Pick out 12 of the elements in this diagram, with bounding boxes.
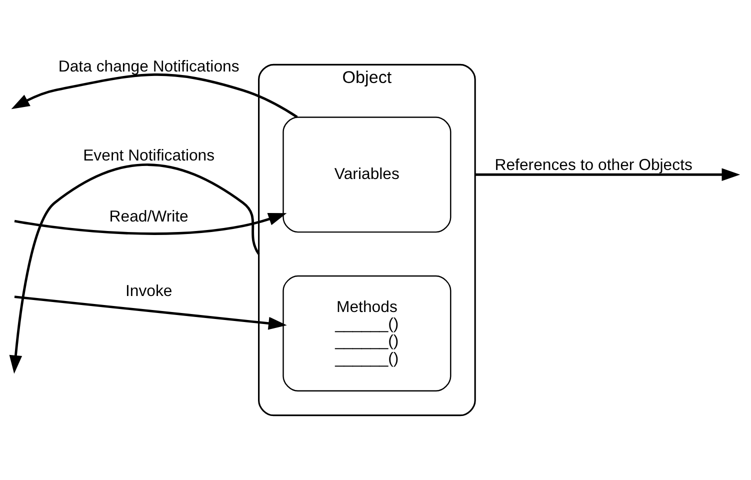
arrow	[14, 296, 287, 330]
edge-label: Data change Notifications	[58, 58, 240, 76]
edge-label: References to other Objects	[494, 157, 692, 174]
edge-label: Invoke	[125, 283, 172, 300]
arrow	[475, 168, 740, 182]
node-box: Methods ______() ______() ______()	[282, 275, 452, 392]
arrow	[14, 212, 287, 235]
edge-label: Read/Write	[109, 208, 188, 226]
arrow	[11, 74, 298, 118]
arrow	[9, 164, 260, 374]
edge-label: Event Notifications	[83, 147, 215, 164]
node-box: Variables	[282, 116, 452, 233]
